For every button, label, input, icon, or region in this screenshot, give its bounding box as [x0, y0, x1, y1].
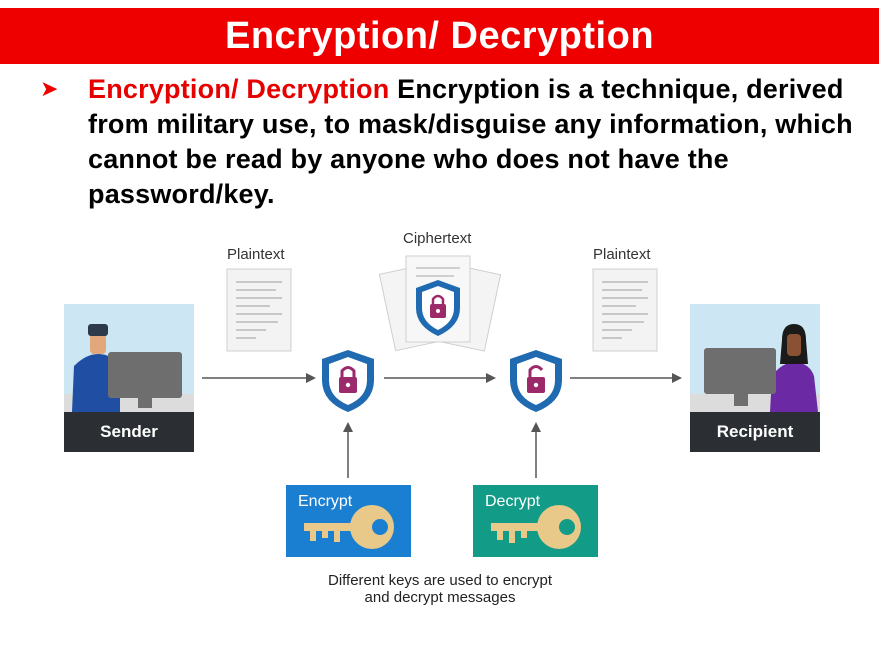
bullet-highlight: Encryption/ Decryption [88, 74, 390, 104]
arrow-bullet-icon: ➤ [40, 76, 59, 101]
recipient-scene [690, 304, 820, 412]
plaintext-document-icon [226, 268, 292, 352]
bullet-point: ➤ Encryption/ Decryption Encryption is a… [40, 72, 870, 212]
plaintext-right-label: Plaintext [593, 246, 651, 263]
decrypt-key-label: Decrypt [485, 493, 541, 510]
bullet-body: Encryption is a technique, derived from … [88, 74, 853, 209]
encrypt-key-card: Encrypt [286, 485, 411, 557]
bullet-text: Encryption/ Decryption Encryption is a t… [88, 72, 870, 212]
plaintext-document-right-icon [592, 268, 658, 352]
title-bar: Encryption/ Decryption [0, 8, 879, 64]
diagram-caption: Different keys are used to encrypt and d… [290, 572, 590, 606]
sender-label: Sender [64, 412, 194, 452]
unlock-shield-decrypt-icon [510, 350, 562, 412]
arrow-up-decrypt-icon [531, 422, 541, 478]
arrow-up-encrypt-icon [343, 422, 353, 478]
recipient-illustration [690, 324, 820, 412]
encrypt-key-icon [304, 505, 394, 549]
encryption-diagram: Plaintext Ciphertext Plaintext [0, 220, 879, 650]
decrypt-key-card: Decrypt [473, 485, 598, 557]
arrow-sender-to-encrypt-icon [202, 373, 316, 383]
lock-shield-encrypt-icon [322, 350, 374, 412]
arrow-decrypt-to-recipient-icon [570, 373, 682, 383]
recipient-label: Recipient [690, 412, 820, 452]
caption-line-2: and decrypt messages [364, 589, 516, 606]
arrow-encrypt-to-decrypt-icon [384, 373, 496, 383]
encrypt-key-label: Encrypt [298, 493, 353, 510]
ciphertext-document-stack-icon [378, 255, 502, 352]
ciphertext-label: Ciphertext [403, 230, 472, 247]
sender-scene [64, 304, 194, 412]
page-title: Encryption/ Decryption [224, 14, 655, 57]
sender-illustration [64, 324, 194, 412]
decrypt-key-icon [491, 505, 581, 549]
caption-line-1: Different keys are used to encrypt [327, 572, 552, 589]
plaintext-left-label: Plaintext [227, 246, 285, 263]
